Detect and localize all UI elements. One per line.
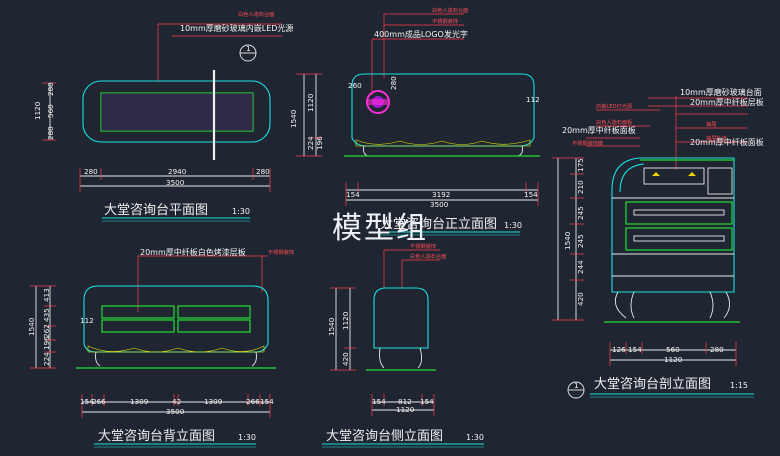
side-dim-bottom-0: 154 (372, 397, 386, 406)
section-dim-left-6: 420 (576, 292, 585, 306)
side-callout-1: 白色人造石台面 (410, 252, 446, 260)
section-callout-5: 抽屉 (706, 120, 716, 128)
front-dim-left-3: 196 (315, 136, 324, 150)
back-callout-0: 20mm厚中纤板白色烤漆层板 (140, 247, 246, 257)
side-title: 大堂咨询台侧立面图 (326, 429, 443, 444)
front-callout-1: 不锈钢装饰 (432, 17, 458, 25)
plan-callout-0: 10mm厚磨砂玻璃内嵌LED光源 (180, 23, 293, 33)
section-dim-left-4: 245 (576, 234, 585, 248)
section-dim-left-2: 210 (576, 180, 585, 194)
plan-dim-bottom-0: 280 (84, 167, 98, 176)
drawer-lower (625, 227, 733, 251)
svg-text:1: 1 (246, 44, 251, 53)
front-elevation: 白色人造石台面 不锈钢装饰 400mm成品LOGO发光字 1540 1120 2… (289, 6, 540, 236)
plan-title: 大堂咨询台平面图 (104, 203, 208, 218)
side-dim-bottom-2: 154 (420, 397, 434, 406)
section-callout-1: 内嵌LED灯光源 (596, 102, 633, 110)
svg-text:1: 1 (574, 381, 579, 390)
section-callout-4: 20mm厚中纤板面板 (562, 125, 636, 135)
plan-dim-left-0: 1120 (33, 101, 42, 120)
section-body (611, 157, 735, 293)
front-dim-left-0: 1540 (289, 109, 298, 128)
side-dim-left-1: 1120 (341, 311, 350, 330)
plan-desk-outline (82, 80, 271, 143)
back-dim-bottom-1: 266 (92, 397, 106, 406)
back-dim-bottom-2: 1309 (130, 397, 149, 406)
section-callout-7: 不锈钢装饰脚 (572, 139, 603, 147)
section-dim-bottom-3: 280 (710, 345, 724, 354)
front-dim-left-1: 1120 (306, 93, 315, 112)
section-callouts: 10mm厚磨砂玻璃台面 内嵌LED灯光源 20mm厚中纤板层板 白色人造石面板 … (562, 87, 764, 170)
front-dim-112: 112 (526, 95, 540, 104)
plan-scale: 1:30 (232, 207, 250, 216)
section-callout-8: 20mm厚中纤板面板 (690, 137, 764, 147)
side-callout-0: 不锈钢装饰 (410, 242, 436, 250)
front-dim-bottom-1: 3192 (432, 190, 450, 199)
front-callout-2: 400mm成品LOGO发光字 (374, 29, 468, 39)
back-dim-bottom-5: 266 (246, 397, 260, 406)
front-scale: 1:30 (504, 221, 522, 230)
back-dim-left-5: 224 (42, 352, 51, 366)
plan-view: 白色人造石台面 10mm厚磨砂玻璃内嵌LED光源 1 1120 280 560 … (33, 10, 293, 222)
section-dim-bottom-0: 126 (612, 345, 626, 354)
back-dim-left-3: 262 (42, 324, 51, 338)
back-dim-left-0: 1540 (27, 317, 36, 336)
front-callout-0: 白色人造石台面 (432, 6, 468, 14)
back-elevation: 20mm厚中纤板白色烤漆层板 不锈钢装饰 1540 413 435 262 19… (27, 247, 294, 448)
back-scale: 1:30 (238, 433, 256, 442)
section-dim-left-3: 245 (576, 206, 585, 220)
section-callout-0: 10mm厚磨砂玻璃台面 (680, 87, 762, 97)
section-dim-left-0: 1540 (563, 231, 572, 250)
front-dim-260: 260 (348, 81, 362, 90)
section-dim-left-1: 175 (576, 158, 585, 172)
section-callout-2: 20mm厚中纤板层板 (690, 97, 764, 107)
back-dim-bottom-0: 154 (80, 397, 94, 406)
drawer-upper (625, 201, 733, 225)
side-dim-left-0: 1540 (327, 317, 336, 336)
back-dim-left-2: 435 (42, 308, 51, 322)
section-elevation: 10mm厚磨砂玻璃台面 内嵌LED灯光源 20mm厚中纤板层板 白色人造石面板 … (552, 87, 764, 399)
plan-dim-bottom-2: 280 (256, 167, 270, 176)
section-dim-bottom-1: 154 (628, 345, 642, 354)
back-desk-body (83, 285, 269, 353)
watermark: 模型组 (332, 211, 428, 246)
plan-dim-bottom-1: 2940 (168, 167, 187, 176)
section-dim-total: 1120 (664, 355, 683, 364)
back-dim-112: 112 (80, 316, 94, 325)
side-dim-total: 1120 (396, 405, 415, 414)
section-title: 大堂咨询台剖立面图 (594, 377, 711, 392)
plan-dim-left-2: 560 (46, 104, 55, 118)
back-dim-left-1: 413 (42, 288, 51, 302)
front-dim-bottom-2: 154 (524, 190, 538, 199)
section-callout-3: 白色人造石面板 (596, 118, 633, 126)
side-dim-bottom-1: 812 (398, 397, 412, 406)
side-elevation: 不锈钢装饰 白色人造石台面 1540 1120 420 154 812 154 … (322, 242, 484, 448)
section-scale: 1:15 (730, 381, 748, 390)
section-dim-left-5: 244 (576, 260, 585, 274)
side-scale: 1:30 (466, 433, 484, 442)
side-desk-body (373, 287, 429, 349)
front-dim-280: 280 (389, 76, 398, 90)
front-dim-left-2: 224 (306, 136, 315, 150)
front-title: 大堂咨询台正立面图 (380, 217, 497, 232)
plan-dim-left-3: 280 (46, 126, 55, 140)
back-dim-total: 3500 (166, 407, 185, 416)
plan-dim-total: 3500 (166, 178, 185, 187)
section-callout-6: 抽屉轨道 (706, 134, 727, 142)
back-dim-bottom-4: 1309 (204, 397, 223, 406)
plan-callout-1: 白色人造石台面 (238, 10, 274, 18)
front-dim-bottom-0: 154 (346, 190, 360, 199)
back-callout-1: 不锈钢装饰 (268, 248, 294, 256)
back-dim-bottom-3: 42 (172, 397, 181, 406)
back-dim-left-4: 196 (42, 336, 51, 350)
front-desk-body (351, 73, 535, 147)
side-dim-left-2: 420 (341, 352, 350, 366)
front-dim-total: 3500 (430, 200, 449, 209)
plan-dim-left-1: 280 (46, 82, 55, 96)
section-dim-bottom-2: 560 (666, 345, 680, 354)
back-title: 大堂咨询台背立面图 (98, 429, 215, 444)
back-dim-bottom-6: 154 (260, 397, 274, 406)
